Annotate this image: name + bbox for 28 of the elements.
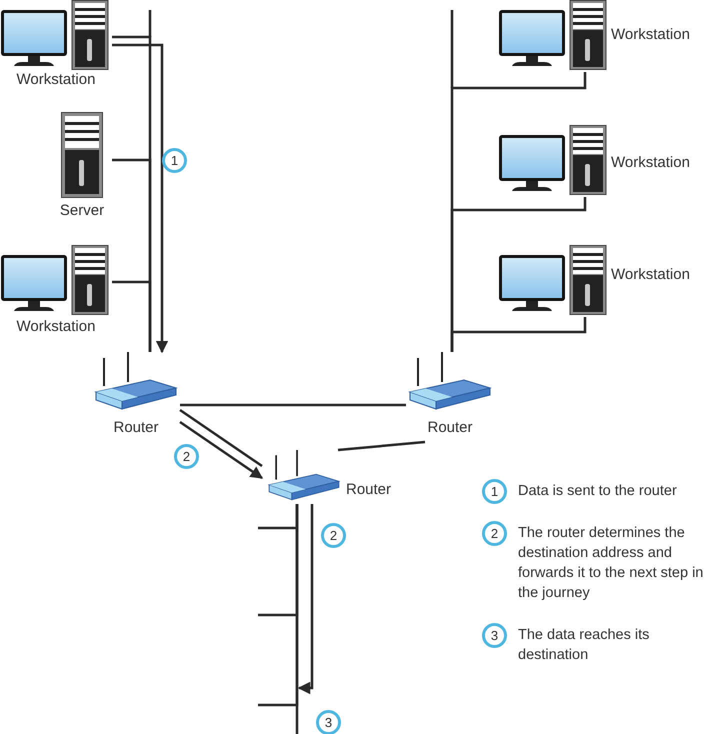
device-label: Server bbox=[58, 201, 106, 221]
network-cable bbox=[450, 317, 586, 352]
device-label: Workstation bbox=[611, 265, 691, 285]
legend-text: The router determines the destination address and forwards it to the next step in the journey bbox=[518, 524, 704, 603]
callout-number: 1 bbox=[162, 148, 187, 173]
network-cable bbox=[180, 404, 406, 406]
network-cable bbox=[179, 408, 263, 468]
arrow bbox=[179, 420, 264, 480]
device-label: Router bbox=[346, 480, 392, 500]
arrow bbox=[112, 44, 168, 354]
callout-number: 3 bbox=[316, 710, 341, 734]
callout-number: 2 bbox=[321, 523, 346, 548]
callout-number: 3 bbox=[482, 623, 507, 648]
device-label: Workstation bbox=[611, 25, 691, 45]
device-label: Workstation bbox=[16, 70, 96, 90]
legend-text: Data is sent to the router bbox=[518, 482, 678, 501]
network-cable bbox=[112, 280, 152, 352]
callout-number: 2 bbox=[174, 444, 199, 469]
device-label: Router bbox=[112, 418, 160, 438]
device-label: Router bbox=[426, 418, 474, 438]
device-label: Workstation bbox=[16, 317, 96, 337]
network-cable bbox=[258, 504, 298, 706]
network-cable bbox=[338, 440, 426, 452]
callout-number: 2 bbox=[482, 521, 507, 546]
legend-text: The data reaches its destination bbox=[518, 626, 650, 665]
arrow bbox=[298, 504, 314, 694]
device-label: Workstation bbox=[611, 153, 691, 173]
callout-number: 1 bbox=[482, 479, 507, 504]
